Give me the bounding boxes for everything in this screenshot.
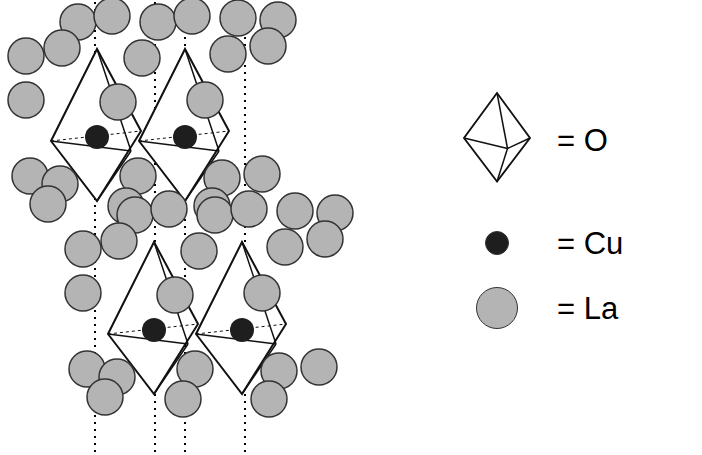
octahedron-symbol: [464, 93, 530, 182]
legend-label: = Cu: [557, 228, 623, 259]
legend-swatch: [485, 231, 509, 255]
legend-swatch: [476, 287, 518, 329]
legend-label: = La: [557, 293, 618, 324]
legend-label: = O: [557, 125, 608, 156]
